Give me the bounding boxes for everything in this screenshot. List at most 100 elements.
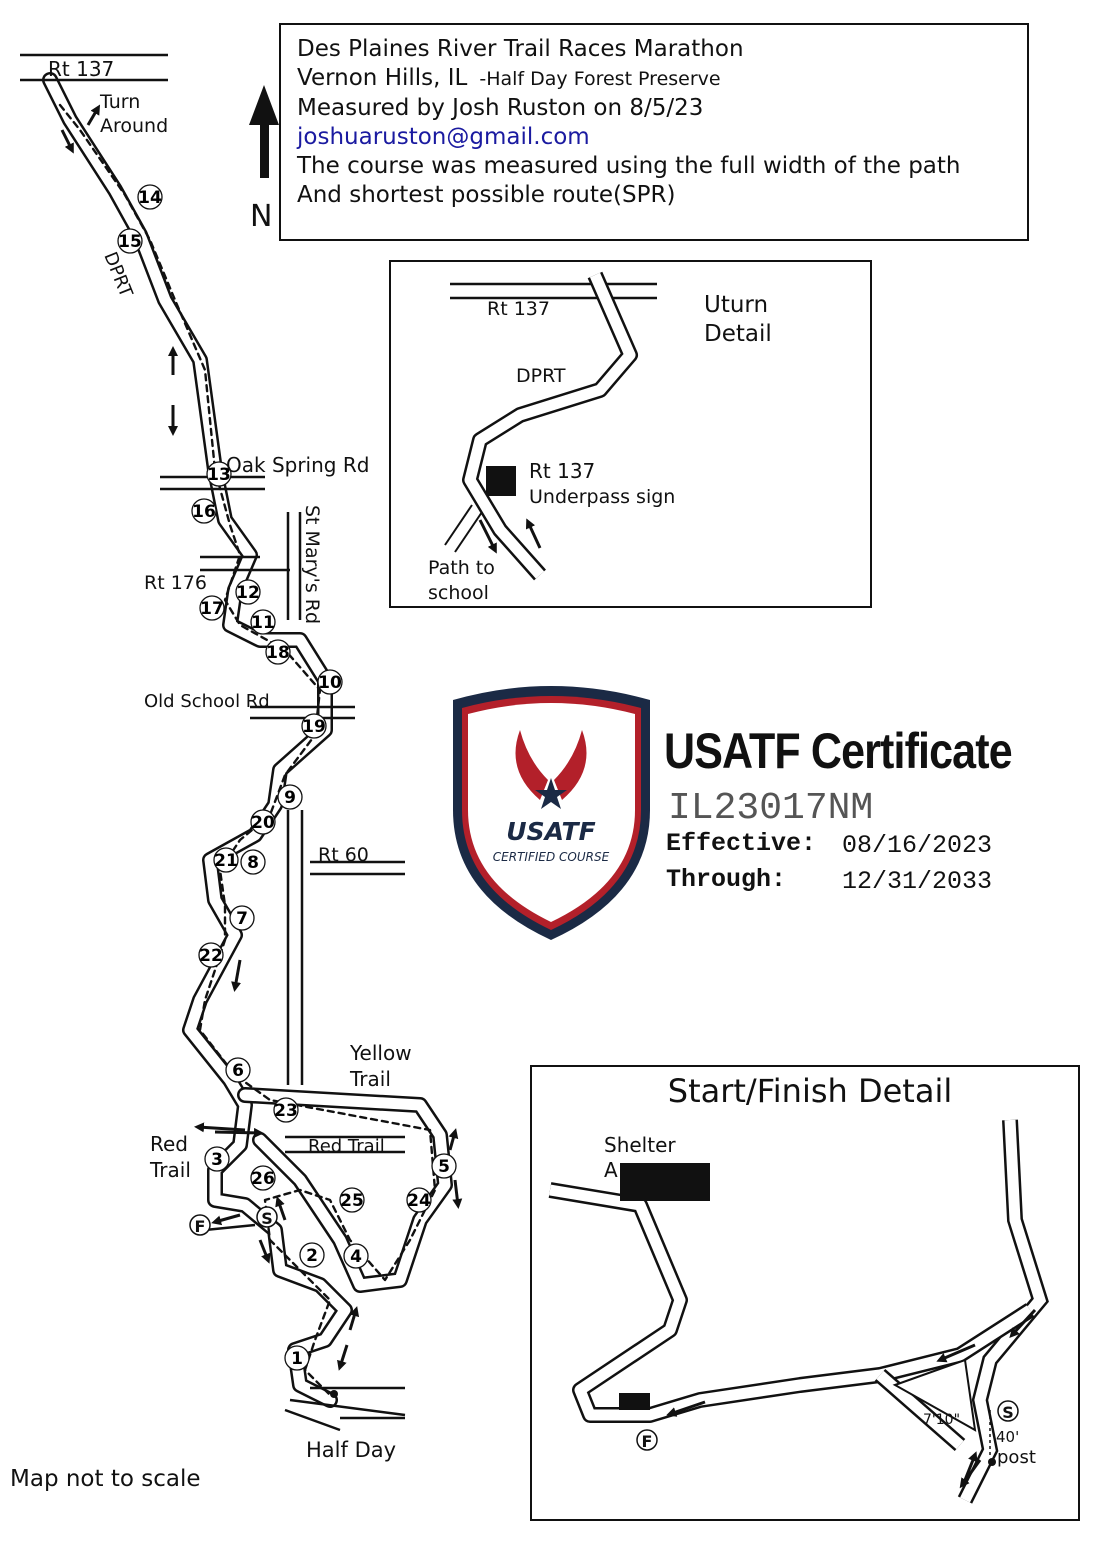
course-info-box: Des Plaines River Trail Races Marathon V… bbox=[279, 23, 1029, 241]
mile-marker-21: 21 bbox=[214, 851, 238, 871]
mile-marker-24: 24 bbox=[407, 1191, 431, 1211]
mile-marker-circle-1 bbox=[284, 1345, 310, 1371]
label-rt60: Rt 60 bbox=[318, 844, 369, 866]
mile-marker-circle-15 bbox=[117, 228, 143, 254]
label-half-day: Half Day bbox=[306, 1438, 396, 1462]
map-not-to-scale-note: Map not to scale bbox=[10, 1466, 201, 1492]
mile-marker-circle-19 bbox=[301, 713, 327, 739]
certificate-title: USATF Certificate bbox=[664, 723, 1013, 779]
mile-marker-circle-25 bbox=[339, 1187, 365, 1213]
label-dprt: DPRT bbox=[99, 249, 136, 301]
mile-marker-23: 23 bbox=[274, 1101, 298, 1121]
sf-start-marker: S bbox=[1002, 1403, 1014, 1422]
mile-marker-1: 1 bbox=[291, 1349, 303, 1369]
uturn-sign-2: Underpass sign bbox=[529, 486, 675, 508]
mile-marker-circle-4 bbox=[343, 1243, 369, 1269]
uturn-sign-1: Rt 137 bbox=[529, 459, 595, 483]
uturn-title-2: Detail bbox=[704, 321, 772, 347]
mile-marker-6: 6 bbox=[232, 1061, 244, 1081]
uturn-rt137: Rt 137 bbox=[487, 298, 550, 320]
label-red-trail-word: Trail bbox=[149, 1158, 191, 1182]
mile-marker-circle-5 bbox=[431, 1153, 457, 1179]
course-location: Vernon Hills, IL -Half Day Forest Preserv… bbox=[297, 64, 1027, 94]
mile-marker-2: 2 bbox=[306, 1246, 318, 1266]
sf-post: post bbox=[997, 1447, 1036, 1468]
mile-marker-3: 3 bbox=[211, 1150, 223, 1170]
start-finish-detail: Start/Finish Detail Shelter A F S 7'10" … bbox=[530, 1065, 1080, 1521]
label-yellow-trail: Trail bbox=[349, 1067, 391, 1091]
mile-marker-9: 9 bbox=[284, 788, 296, 808]
north-arrow: N bbox=[249, 85, 279, 234]
mile-marker-circle-3 bbox=[204, 1146, 230, 1172]
label-red: Red bbox=[150, 1132, 188, 1156]
mile-marker-circle-8 bbox=[240, 849, 266, 875]
measurer-email[interactable]: joshuaruston@gmail.com bbox=[297, 124, 590, 150]
mile-marker-7: 7 bbox=[236, 909, 248, 929]
direction-arrows bbox=[60, 104, 463, 1371]
map-labels: Rt 137 Turn Around DPRT Oak Spring Rd St… bbox=[48, 57, 412, 1462]
mile-marker-20: 20 bbox=[251, 813, 275, 833]
label-around: Around bbox=[100, 115, 168, 137]
label-oak-spring: Oak Spring Rd bbox=[226, 453, 369, 477]
mile-marker-4: 4 bbox=[350, 1247, 362, 1267]
mile-marker-13: 13 bbox=[207, 465, 231, 485]
sf-dim-2: 40' bbox=[996, 1428, 1019, 1446]
mile-marker-8: 8 bbox=[247, 853, 259, 873]
mile-marker-circle-10 bbox=[317, 669, 343, 695]
logo-subtext: CERTIFIED COURSE bbox=[493, 850, 610, 864]
effective-date: 08/16/2023 bbox=[842, 831, 993, 860]
mile-marker-19: 19 bbox=[302, 717, 326, 737]
mile-marker-12: 12 bbox=[236, 583, 260, 603]
mile-marker-circle-22 bbox=[198, 942, 224, 968]
main-finish-start: F S bbox=[189, 1206, 278, 1236]
mile-marker-14: 14 bbox=[138, 188, 162, 208]
sf-dim-1: 7'10" bbox=[923, 1412, 960, 1428]
uturn-path-1: Path to bbox=[428, 557, 495, 579]
mile-marker-26: 26 bbox=[251, 1169, 275, 1189]
north-label: N bbox=[250, 199, 272, 234]
mile-marker-circle-6 bbox=[225, 1057, 251, 1083]
sf-shelter-a: A bbox=[604, 1158, 618, 1182]
mile-marker-16: 16 bbox=[192, 502, 216, 522]
sf-finish-marker: F bbox=[642, 1432, 653, 1451]
uturn-path-2: school bbox=[428, 582, 489, 604]
label-rt137: Rt 137 bbox=[48, 57, 114, 81]
mile-marker-22: 22 bbox=[199, 946, 223, 966]
mile-marker-25: 25 bbox=[340, 1191, 364, 1211]
main-start-marker: S bbox=[261, 1209, 273, 1228]
mile-marker-circle-12 bbox=[235, 579, 261, 605]
mile-marker-15: 15 bbox=[118, 232, 142, 252]
mile-marker-10: 10 bbox=[318, 673, 342, 693]
mile-marker-circle-2 bbox=[299, 1242, 325, 1268]
mile-marker-circle-23 bbox=[273, 1097, 299, 1123]
mile-marker-circle-21 bbox=[213, 847, 239, 873]
mile-marker-circle-26 bbox=[250, 1165, 276, 1191]
measurement-note-1: The course was measured using the full w… bbox=[297, 153, 961, 179]
mile-marker-circle-9 bbox=[277, 784, 303, 810]
mile-marker-circle-18 bbox=[265, 639, 291, 665]
location-city: Vernon Hills, IL bbox=[297, 65, 468, 91]
main-finish-marker: F bbox=[195, 1217, 206, 1236]
logo-text: USATF bbox=[506, 817, 595, 846]
measurement-note-2: And shortest possible route(SPR) bbox=[297, 182, 676, 208]
certificate-number: IL23017NM bbox=[668, 787, 874, 830]
usatf-logo: USATF CERTIFIED COURSE bbox=[453, 686, 650, 940]
mile-marker-circle-24 bbox=[406, 1187, 432, 1213]
mile-marker-circle-20 bbox=[250, 809, 276, 835]
mile-marker-circle-14 bbox=[137, 184, 163, 210]
location-note: -Half Day Forest Preserve bbox=[479, 68, 721, 90]
mile-marker-17: 17 bbox=[200, 599, 224, 619]
mile-marker-circle-11 bbox=[250, 609, 276, 635]
through-row: Through: 12/31/2033 bbox=[666, 865, 992, 896]
label-red-trail: Red Trail bbox=[308, 1136, 385, 1157]
label-turn: Turn bbox=[99, 91, 140, 113]
mile-marker-circle-13 bbox=[206, 461, 232, 487]
uturn-dprt: DPRT bbox=[516, 365, 566, 387]
course-title: Des Plaines River Trail Races Marathon bbox=[297, 36, 744, 62]
label-yellow: Yellow bbox=[349, 1041, 412, 1065]
label-rt176: Rt 176 bbox=[144, 572, 207, 594]
mile-marker-circle-16 bbox=[191, 498, 217, 524]
uturn-title-1: Uturn bbox=[704, 292, 768, 318]
